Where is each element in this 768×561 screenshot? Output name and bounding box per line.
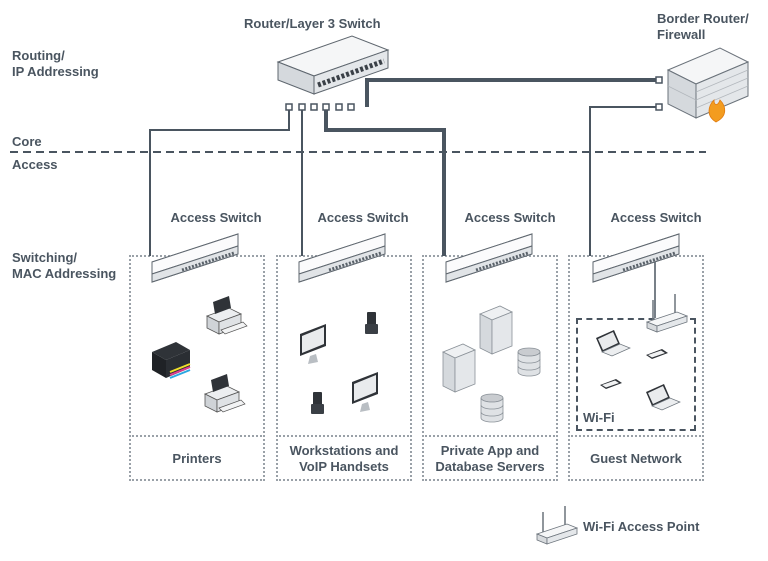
link-printers xyxy=(149,107,290,256)
wifi-access-point-icon xyxy=(646,293,688,333)
smartphone-icon xyxy=(646,349,668,359)
voip-phone-icon xyxy=(365,312,378,334)
border-router-label: Border Router/ Firewall xyxy=(657,11,749,42)
layer-label-switching: Switching/ MAC Addressing xyxy=(12,250,117,281)
zone-divider xyxy=(129,435,265,437)
access-switch-icon xyxy=(444,232,534,284)
zone-name-guest: Guest Network xyxy=(590,451,682,466)
firewall-icon xyxy=(666,47,750,123)
link-border xyxy=(365,78,660,107)
layer-label-access: Access xyxy=(12,157,58,172)
access-switch-label-servers: Access Switch xyxy=(464,210,556,225)
wifi-area xyxy=(576,318,696,431)
legend-wifi-ap-label: Wi-Fi Access Point xyxy=(583,519,700,534)
server-icon xyxy=(442,343,476,393)
workstation-icon xyxy=(352,372,378,412)
access-switch-label-guest: Access Switch xyxy=(610,210,702,225)
server-icon xyxy=(479,305,513,355)
zone-divider xyxy=(568,435,704,437)
access-switch-icon xyxy=(150,232,240,284)
layer-label-core: Core xyxy=(12,134,42,149)
connection-lines xyxy=(149,78,660,318)
smartphone-icon xyxy=(600,379,622,389)
zone-divider xyxy=(422,435,558,437)
router-ports xyxy=(285,103,355,111)
access-switch-label-workstations: Access Switch xyxy=(317,210,409,225)
database-icon xyxy=(517,347,541,377)
wifi-label: Wi-Fi xyxy=(583,410,615,425)
access-switch-icon xyxy=(297,232,387,284)
voip-phone-icon xyxy=(311,392,324,414)
printer-icon xyxy=(204,373,246,413)
zone-name-servers: Private App and Database Servers xyxy=(435,443,545,474)
color-printer-icon xyxy=(152,342,191,379)
access-switch-icon xyxy=(591,232,681,284)
database-icon xyxy=(480,393,504,423)
zone-name-workstations: Workstations and VoIP Handsets xyxy=(289,443,399,474)
printer-icon xyxy=(206,295,248,335)
layer-label-routing: Routing/ IP Addressing xyxy=(12,48,99,79)
link-guest xyxy=(589,106,660,256)
workstation-icon xyxy=(300,324,326,364)
laptop-icon xyxy=(645,383,681,411)
laptop-icon xyxy=(595,329,631,357)
link-servers xyxy=(324,107,446,256)
border-ports xyxy=(655,76,663,111)
zone-divider xyxy=(276,435,412,437)
router-label: Router/Layer 3 Switch xyxy=(244,16,381,31)
router-icon xyxy=(276,35,390,95)
legend-wifi-ap-icon xyxy=(536,505,578,545)
zone-name-printers: Printers xyxy=(172,451,222,466)
access-switch-label-printers: Access Switch xyxy=(170,210,262,225)
